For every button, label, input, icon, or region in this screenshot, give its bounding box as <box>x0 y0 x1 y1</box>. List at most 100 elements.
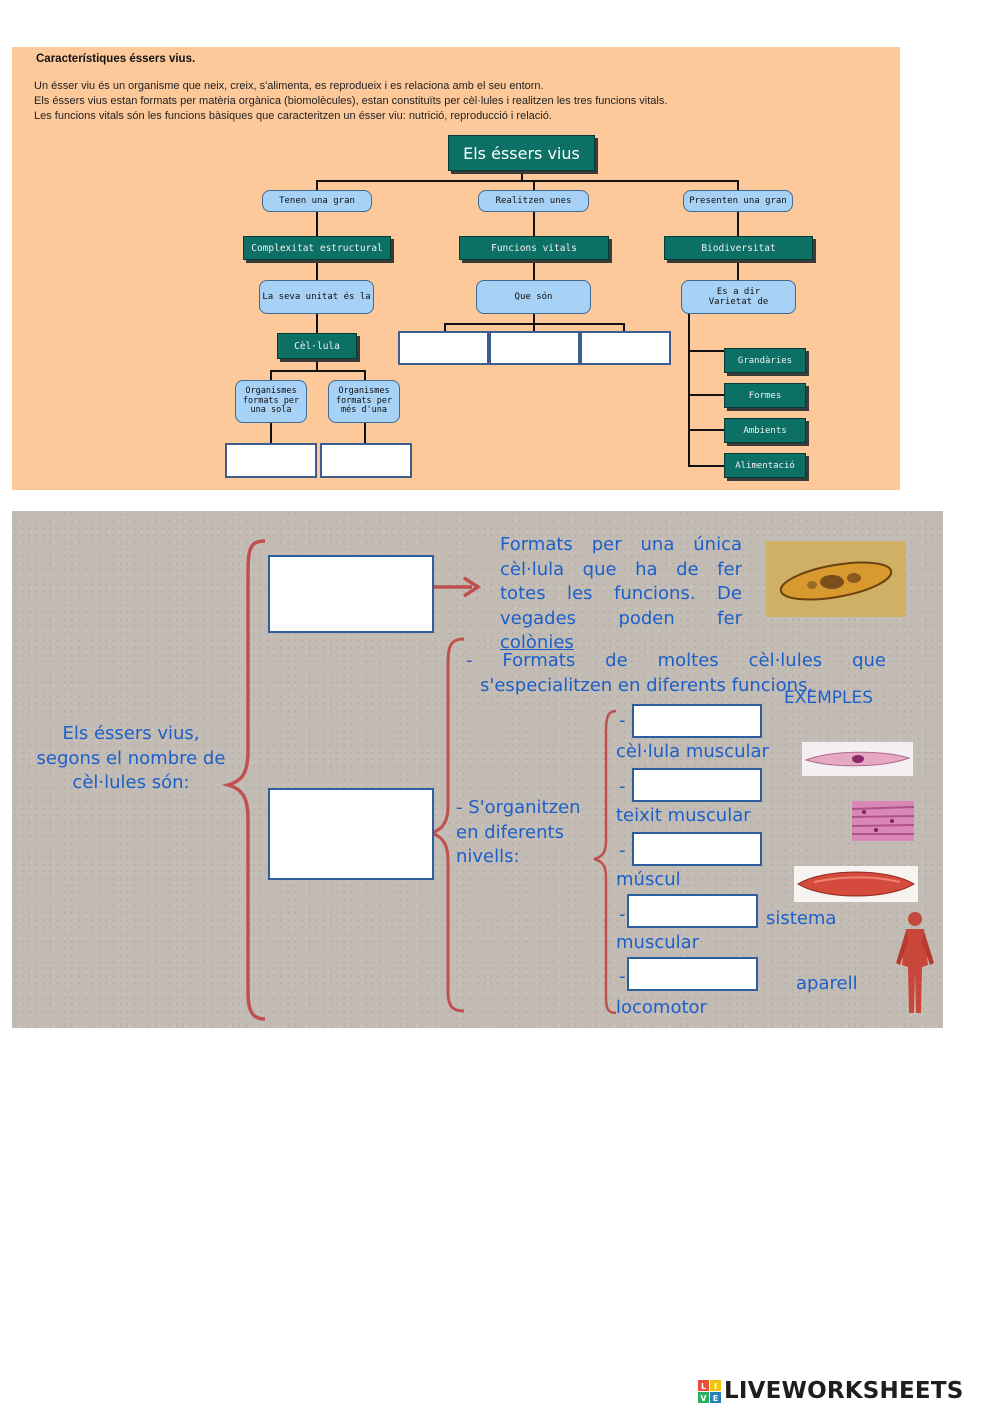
label-line: Els éssers vius, <box>62 723 200 744</box>
connector-line <box>521 171 523 181</box>
vital-functions-box: Funcions vitals <box>459 236 609 260</box>
answer-blank-multicellular-type[interactable] <box>268 788 434 880</box>
characteristics-panel: Característiques éssers vius. Un ésser v… <box>12 47 900 490</box>
connector-line <box>316 314 318 333</box>
connector-line <box>533 212 535 236</box>
paramecium-image <box>766 541 906 617</box>
connector-line <box>688 429 724 431</box>
root-node: Els éssers vius <box>448 135 595 171</box>
connector-line <box>688 394 724 396</box>
branch2-pill: Realitzen unes <box>478 190 589 212</box>
arrow-head-icon <box>463 576 482 598</box>
connector-line <box>444 323 446 331</box>
intro-paragraph-1: Un ésser viu és un organisme que neix, c… <box>34 80 544 92</box>
answer-blank-multicellular[interactable] <box>320 443 412 478</box>
branch1-pill: Tenen una gran <box>262 190 372 212</box>
connector-line <box>623 323 625 331</box>
connector-line <box>688 314 690 466</box>
branch3-pill: Presenten una gran <box>683 190 793 212</box>
answer-blank-level-5[interactable] <box>627 957 758 991</box>
multicellular-line1: - Formats de moltes cèl·lules que <box>466 650 886 671</box>
desc-line: cèl·lula que ha de fer <box>500 558 742 580</box>
label-line: segons el nombre de <box>36 747 226 769</box>
examples-label: EXEMPLES <box>784 688 874 708</box>
logo-icon: L I V E <box>698 1380 721 1403</box>
connector-line <box>316 212 318 236</box>
desc-line: totes les funcions. De <box>500 583 742 604</box>
branch2-pill2: Que són <box>476 280 591 314</box>
desc-line: Formats per una única <box>500 534 742 555</box>
variety-item-sizes: Grandàries <box>724 348 806 373</box>
pill-line: Es a dir <box>716 286 761 297</box>
level4-text-a: sistema <box>766 908 837 929</box>
muscle-cell-image <box>802 742 913 776</box>
paramecium-icon <box>766 541 906 617</box>
variety-item-forms: Formes <box>724 383 806 408</box>
section-title: Característiques éssers vius. <box>36 53 196 65</box>
biodiversity-box: Biodiversitat <box>664 236 813 260</box>
organize-label: - S'organitzen en diferents nivells: <box>456 796 581 870</box>
answer-blank-function-2[interactable] <box>489 331 580 365</box>
living-beings-label: Els éssers vius, segons el nombre de cèl… <box>20 722 242 796</box>
connector-line <box>533 323 535 331</box>
svg-text:L: L <box>701 1382 706 1391</box>
answer-blank-level-2[interactable] <box>632 768 762 802</box>
svg-text:E: E <box>713 1394 718 1403</box>
muscle-icon <box>797 871 915 897</box>
level-dash: - <box>619 776 626 797</box>
level-dash: - <box>619 840 626 861</box>
level-dash: - <box>619 966 626 987</box>
connector-line <box>737 260 739 280</box>
intro-paragraph-3: Les funcions vitals són les funcions bàs… <box>34 110 552 122</box>
level3-text: múscul <box>616 869 681 890</box>
muscle-cell-icon <box>804 751 911 767</box>
connector-line <box>688 465 724 467</box>
answer-blank-function-1[interactable] <box>398 331 489 365</box>
liveworksheets-logo: L I V E LIVEWORKSHEETS <box>698 1378 994 1406</box>
level2-text: teixit muscular <box>616 805 751 826</box>
human-body-icon <box>896 912 934 1013</box>
variety-item-food: Alimentació <box>724 453 806 478</box>
complexity-box: Complexitat estructural <box>243 236 391 260</box>
colonies-word: colònies <box>500 632 574 653</box>
connector-line <box>364 423 366 443</box>
answer-blank-level-3[interactable] <box>632 832 762 866</box>
connector-line <box>364 370 366 380</box>
connector-line <box>533 314 535 324</box>
answer-blank-unicellular[interactable] <box>225 443 317 478</box>
desc-line: vegades poden fer <box>500 607 742 629</box>
connector-line <box>737 212 739 236</box>
branch3-pill2: Es a dir Varietat de <box>681 280 796 314</box>
muscle-image <box>794 866 918 902</box>
answer-blank-function-3[interactable] <box>580 331 671 365</box>
level-dash: - <box>619 710 626 731</box>
connector-line <box>316 180 738 182</box>
answer-blank-unicellular-type[interactable] <box>268 555 434 633</box>
svg-text:V: V <box>700 1394 707 1403</box>
human-muscular-system-image <box>892 909 938 1021</box>
level4-text-b: muscular <box>616 932 700 953</box>
svg-text:I: I <box>714 1382 717 1391</box>
level5-text-a: aparell <box>796 973 858 994</box>
answer-blank-level-4[interactable] <box>627 894 758 928</box>
unicellular-description: Formats per una única cèl·lula que ha de… <box>500 533 742 631</box>
large-brace <box>221 539 266 1021</box>
answer-blank-level-1[interactable] <box>632 704 762 738</box>
intro-paragraph-2: Els éssers vius estan formats per matèri… <box>34 95 668 107</box>
connector-line <box>688 350 724 352</box>
variety-item-environments: Ambients <box>724 418 806 443</box>
muscle-tissue-icon <box>852 801 914 841</box>
multicellular-pill: Organismes formats per més d'una <box>328 380 400 423</box>
muscle-tissue-image <box>852 801 914 841</box>
connector-line <box>316 260 318 280</box>
small-brace <box>593 709 617 1015</box>
connector-line <box>270 423 272 443</box>
logo-text: LIVEWORKSHEETS <box>724 1378 964 1404</box>
organize-line: nivells: <box>456 846 520 867</box>
connector-line <box>737 180 739 190</box>
organize-line: - S'organitzen <box>456 797 581 818</box>
brace-drawings <box>221 539 617 1021</box>
level5-text-b: locomotor <box>616 997 707 1018</box>
connector-line <box>316 180 318 190</box>
connector-line <box>316 359 318 371</box>
